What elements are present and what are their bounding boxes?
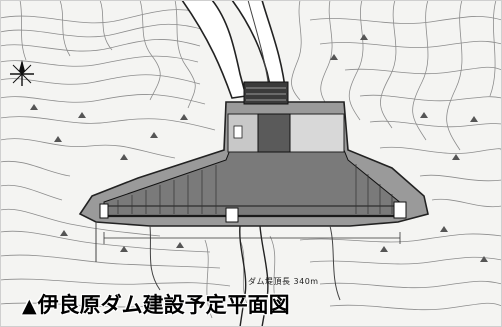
- vegetation-symbols: [30, 34, 488, 262]
- map-caption: ▲伊良原ダム建設予定平面図: [22, 289, 290, 319]
- caption-marker: ▲: [22, 295, 37, 317]
- caption-text: 伊良原ダム建設予定平面図: [37, 293, 290, 317]
- dam-length-label: ダム堤頂長 340m: [248, 277, 319, 286]
- contour-lines: [0, 0, 502, 319]
- compass-star-icon: [10, 60, 34, 86]
- dam-embankment: [78, 81, 429, 227]
- downstream-roads: [95, 222, 341, 327]
